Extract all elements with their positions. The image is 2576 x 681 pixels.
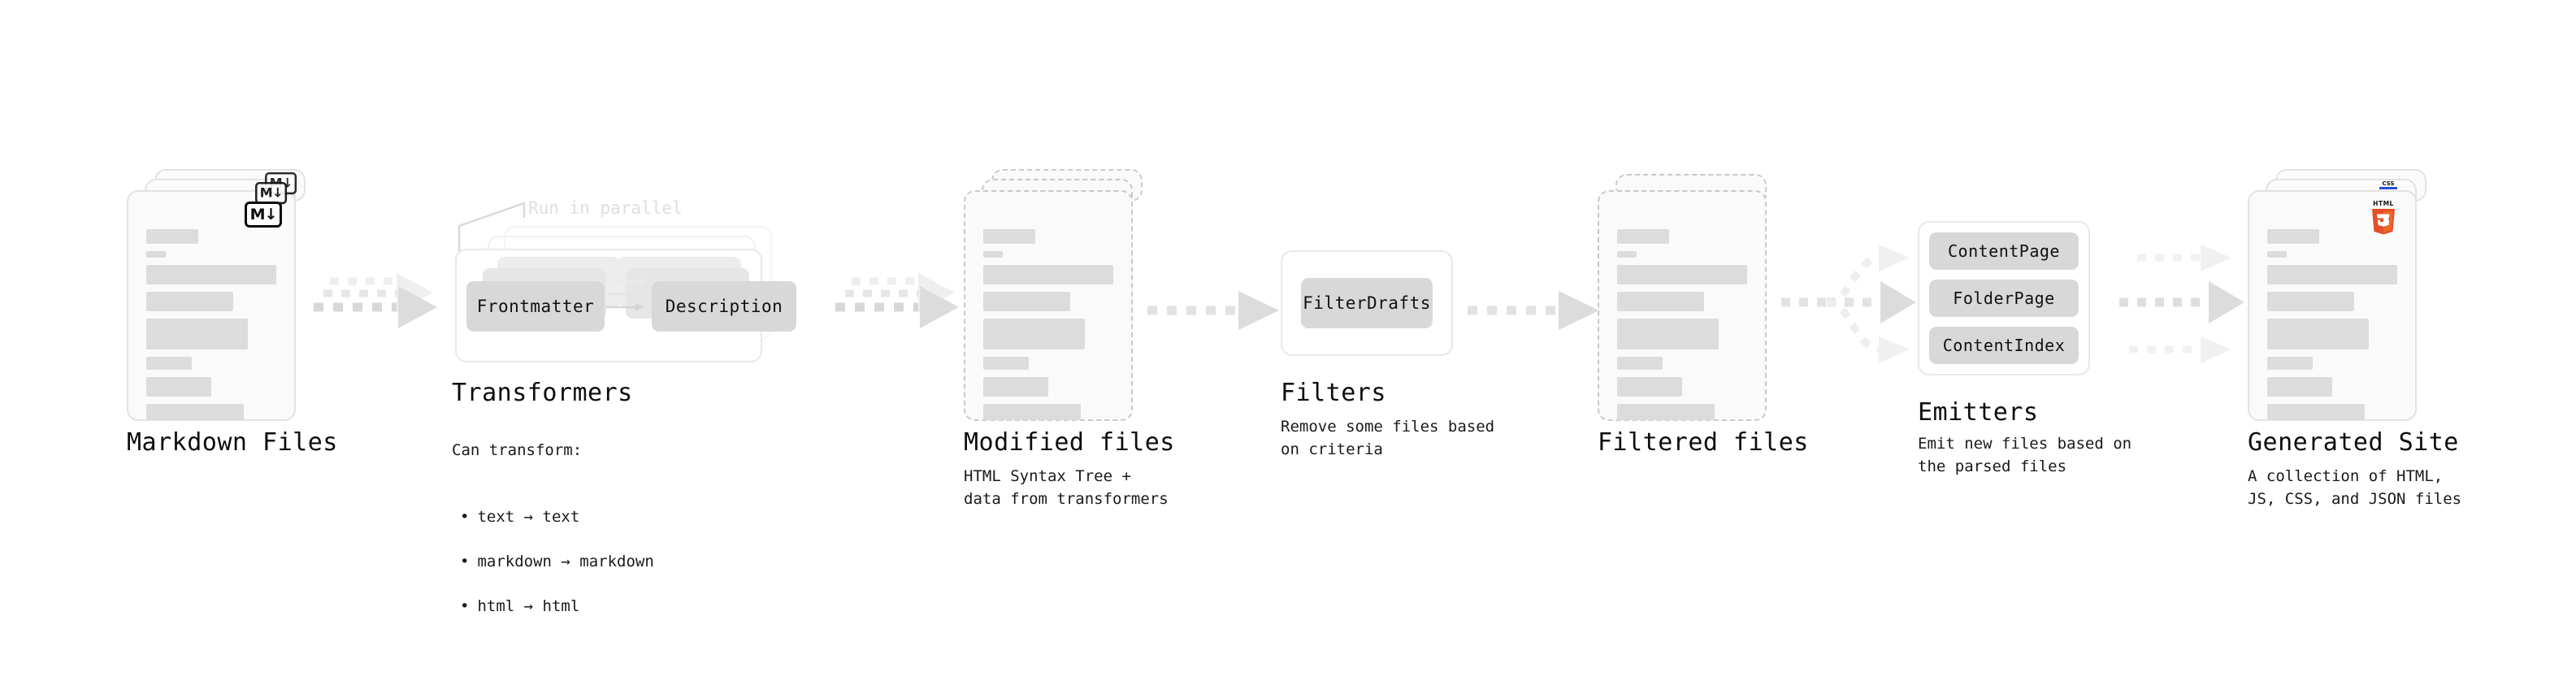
transformers-title: Transformers — [452, 379, 633, 407]
transformers-chip-description-label: Description — [665, 297, 783, 316]
filters-chip-filterdrafts[interactable]: FilterDrafts — [1301, 278, 1433, 328]
filters-chip-filterdrafts-label: FilterDrafts — [1303, 293, 1431, 313]
filters-description: Remove some files based on criteria — [1281, 418, 1495, 458]
emitters-chip-folderpage[interactable]: FolderPage — [1929, 280, 2079, 317]
modified-card-front — [964, 190, 1133, 421]
markdown-files-stack: M↓ M↓ M↓ — [127, 169, 306, 421]
transformers-inner-arrows — [606, 277, 647, 311]
filtered-skeleton-lines — [1617, 229, 1747, 427]
markdown-card-front — [127, 190, 296, 421]
generated-site-description: A collection of HTML, JS, CSS, and JSON … — [2248, 467, 2462, 508]
markdown-skeleton-lines — [146, 229, 276, 427]
emitters-chip-contentpage[interactable]: ContentPage — [1929, 232, 2079, 270]
generated-site-title: Generated Site — [2248, 428, 2459, 457]
modified-files-stack — [964, 169, 1143, 421]
connector-filters-to-filtered — [1463, 286, 1609, 335]
html5-badge: HTML — [2368, 198, 2399, 235]
connector-emitters-to-site — [2105, 236, 2259, 374]
markdown-badge-back-1: M↓ — [255, 182, 288, 205]
transformers-bullet-list: text → text markdown → markdown html → h… — [452, 484, 654, 641]
connector-transformers-to-modified — [829, 268, 967, 341]
transformers-bullet-0: text → text — [453, 506, 654, 529]
emitters-chip-contentindex-label: ContentIndex — [1942, 336, 2066, 355]
emitters-chip-folderpage-label: FolderPage — [1953, 288, 2055, 308]
connector-filtered-to-emitters — [1776, 236, 1931, 374]
filtered-files-stack — [1598, 169, 1776, 421]
run-in-parallel-label: Run in parallel — [528, 198, 683, 218]
transformers-chip-frontmatter-label: Frontmatter — [476, 297, 595, 316]
run-in-parallel-callout — [458, 202, 526, 260]
transformers-description: Can transform: text → text markdown → ma… — [452, 417, 654, 663]
transformers-chip-description[interactable]: Description — [652, 281, 796, 332]
transformers-desc-head: Can transform: — [452, 440, 583, 459]
connector-markdown-to-transformers — [307, 268, 445, 341]
filtered-files-title: Filtered files — [1598, 428, 1809, 457]
modified-files-description: HTML Syntax Tree + data from transformer… — [964, 467, 1169, 508]
emitters-description: Emit new files based on the parsed files — [1918, 435, 2132, 475]
modified-files-title: Modified files — [964, 428, 1175, 457]
filters-title: Filters — [1281, 379, 1386, 407]
filtered-card-front — [1598, 190, 1767, 421]
emitters-title: Emitters — [1918, 398, 2039, 427]
modified-skeleton-lines — [983, 229, 1113, 427]
markdown-files-title: Markdown Files — [127, 428, 338, 457]
transformers-bullet-2: html → html — [453, 596, 654, 618]
emitters-chip-contentpage-label: ContentPage — [1948, 241, 2060, 261]
transformers-bullet-1: markdown → markdown — [453, 551, 653, 574]
transformers-chip-frontmatter[interactable]: Frontmatter — [466, 281, 605, 332]
emitters-chip-contentindex[interactable]: ContentIndex — [1929, 327, 2079, 364]
site-skeleton-lines — [2267, 229, 2397, 427]
generated-site-stack: CSS — [2248, 169, 2426, 421]
markdown-badge: M↓ — [245, 202, 282, 228]
css3-badge: CSS — [2378, 179, 2399, 192]
connector-modified-to-filters — [1143, 286, 1289, 335]
svg-text:CSS: CSS — [2382, 180, 2394, 187]
svg-text:HTML: HTML — [2373, 200, 2394, 207]
